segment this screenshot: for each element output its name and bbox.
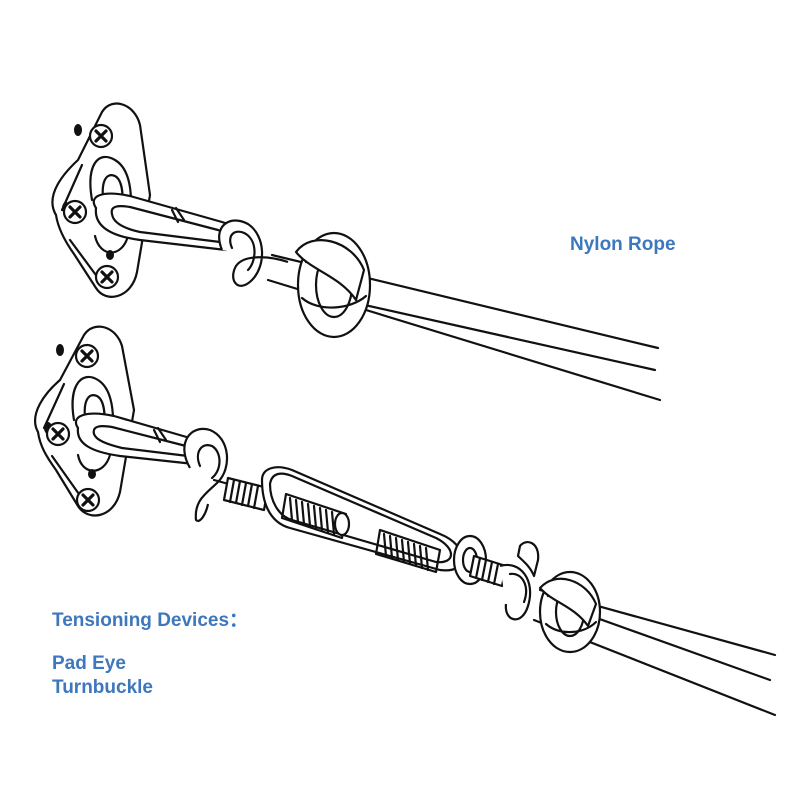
s-hook-icon (183, 427, 238, 522)
pad-eye-label: Pad Eye (52, 653, 126, 674)
bottom-assembly (34, 325, 777, 717)
screw-icon (94, 264, 120, 290)
screw-icon (45, 421, 71, 447)
screw-icon (74, 343, 100, 369)
screw-icon (75, 487, 101, 513)
s-hook-icon (499, 541, 540, 621)
tensioning-devices-label: Tensioning Devices： (52, 610, 249, 631)
rope-knot-icon (538, 570, 602, 654)
threaded-rod-left (222, 476, 270, 512)
rope-knot-icon (294, 231, 372, 339)
screw-icon (88, 123, 114, 149)
turnbuckle-body (260, 466, 488, 586)
threaded-rod-right (468, 554, 508, 588)
s-hook-icon (218, 219, 289, 287)
turnbuckle-label: Turnbuckle (52, 677, 153, 698)
screw-icon (62, 199, 88, 225)
nylon-rope-label: Nylon Rope (570, 234, 676, 255)
top-assembly (51, 102, 662, 402)
